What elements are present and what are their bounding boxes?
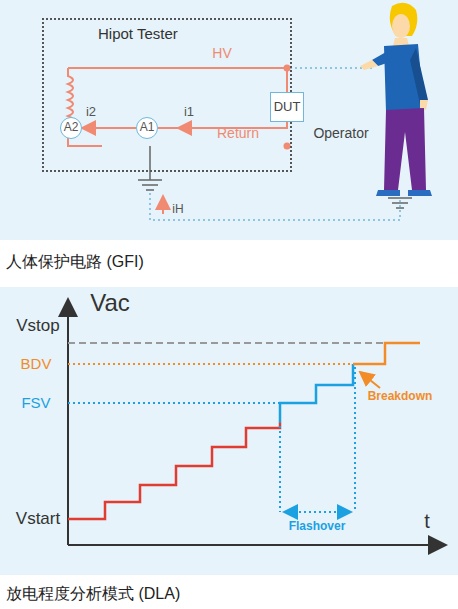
- operator-figure: [360, 3, 432, 196]
- label: 人体保护电路 (GFI): [6, 253, 144, 271]
- label: Return: [217, 126, 259, 141]
- label: t: [424, 510, 430, 532]
- label: HV: [212, 46, 231, 61]
- wire: [82, 127, 136, 129]
- label: i1: [184, 105, 194, 119]
- label: 放电程度分析模式 (DLA): [6, 585, 180, 603]
- label: Flashover: [289, 520, 346, 533]
- label: FSV: [21, 395, 50, 412]
- tester-frame: Hipot TesterA1 A2: [42, 18, 292, 172]
- ammeter-circle: A1: [136, 117, 158, 139]
- label: Vac: [90, 290, 130, 316]
- label: i2: [86, 105, 96, 119]
- label: Operator: [313, 126, 368, 141]
- label: Breakdown: [368, 390, 433, 403]
- label: BDV: [21, 356, 52, 373]
- label: Vstart: [16, 510, 60, 529]
- ammeter-circle: A2: [60, 117, 82, 139]
- label: Vstop: [16, 317, 59, 336]
- label: iH: [172, 203, 183, 216]
- dut-box: DUT: [270, 92, 304, 122]
- node-text: A1: [140, 121, 155, 134]
- node-text: A2: [64, 121, 79, 134]
- node-text: Hipot Tester: [98, 26, 178, 43]
- node-text: DUT: [274, 100, 301, 114]
